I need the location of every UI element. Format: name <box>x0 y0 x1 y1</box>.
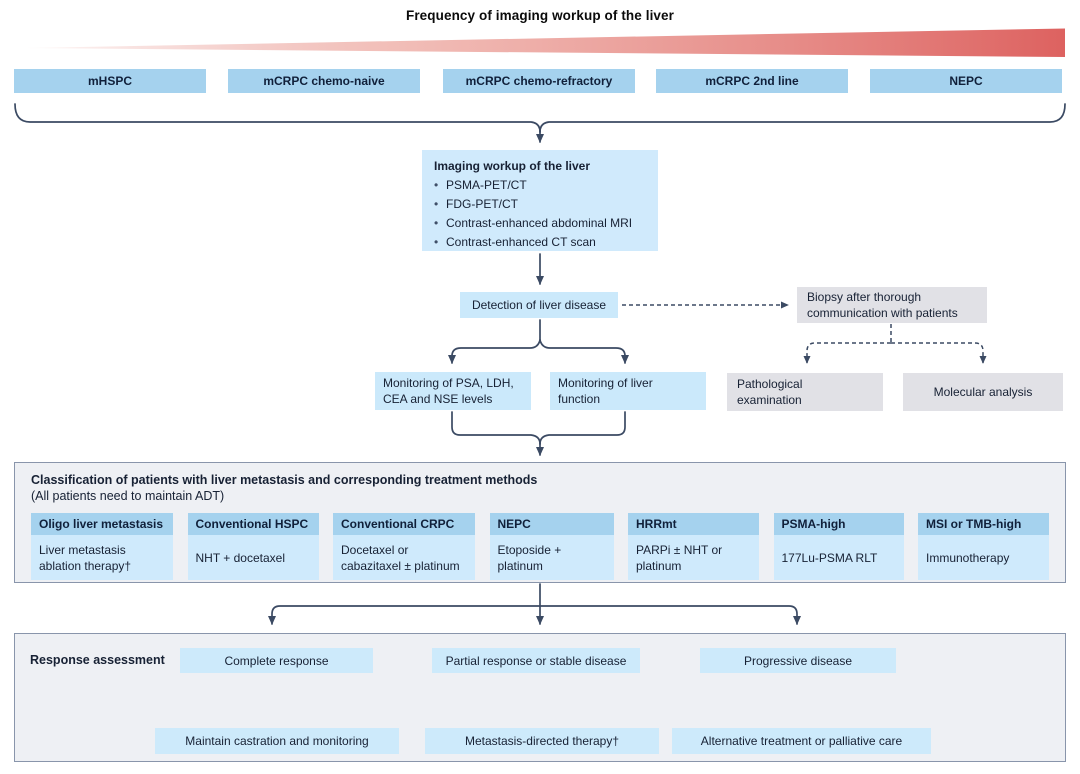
stage-mcrpc-chemo-refractory: mCRPC chemo-refractory <box>443 69 635 93</box>
imaging-workup-box: Imaging workup of the liver PSMA-PET/CT … <box>422 150 658 252</box>
column-body: Etoposide + platinum <box>489 535 614 580</box>
column-body: PARPi ± NHT or platinum <box>628 535 759 580</box>
imaging-workup-title: Imaging workup of the liver <box>434 159 591 173</box>
split-response-left <box>267 605 541 626</box>
biopsy-box: Biopsy after thorough communication with… <box>797 287 987 323</box>
response-assessment-label: Response assessment <box>30 653 165 667</box>
imaging-workup-list: PSMA-PET/CT FDG-PET/CT Contrast-enhanced… <box>434 176 646 252</box>
column-conventional-crpc: Conventional CRPC Docetaxel or cabazitax… <box>333 513 475 580</box>
column-conventional-hspc: Conventional HSPC NHT + docetaxel <box>187 513 319 580</box>
dashed-split-pathology <box>803 342 891 364</box>
option-complete-response: Complete response <box>180 648 373 673</box>
classification-title: Classification of patients with liver me… <box>31 473 538 487</box>
classification-columns: Oligo liver metastasis Liver metastasis … <box>31 513 1049 580</box>
split-detection-left <box>447 339 541 365</box>
column-body: Docetaxel or cabazitaxel ± platinum <box>333 535 475 580</box>
column-header: Conventional HSPC <box>187 513 319 535</box>
stages-bracket <box>539 103 1066 133</box>
molecular-analysis-box: Molecular analysis <box>903 373 1063 411</box>
outcome-maintain-castration: Maintain castration and monitoring <box>155 728 399 754</box>
column-header: HRRmt <box>628 513 759 535</box>
column-body: Liver metastasis ablation therapy† <box>31 535 173 580</box>
detection-box: Detection of liver disease <box>460 292 618 318</box>
merge-monitoring-left <box>451 411 541 445</box>
outcome-alternative-palliative: Alternative treatment or palliative care <box>672 728 931 754</box>
column-header: Conventional CRPC <box>333 513 475 535</box>
split-detection-right <box>539 339 630 365</box>
column-psma-high: PSMA-high 177Lu-PSMA RLT <box>773 513 904 580</box>
column-msi-tmb-high: MSI or TMB-high Immunotherapy <box>918 513 1049 580</box>
bullet-item: PSMA-PET/CT <box>434 176 646 195</box>
stage-mcrpc-chemo-naive: mCRPC chemo-naive <box>228 69 420 93</box>
column-header: PSMA-high <box>773 513 904 535</box>
option-partial-or-stable: Partial response or stable disease <box>432 648 640 673</box>
merge-monitoring-right <box>539 411 626 445</box>
column-nepc: NEPC Etoposide + platinum <box>489 513 614 580</box>
column-header: Oligo liver metastasis <box>31 513 173 535</box>
column-hrrmt: HRRmt PARPi ± NHT or platinum <box>628 513 759 580</box>
stage-nepc: NEPC <box>870 69 1062 93</box>
monitoring-liver-function-box: Monitoring of liver function <box>550 372 706 410</box>
classification-panel: Classification of patients with liver me… <box>14 462 1066 583</box>
bullet-item: FDG-PET/CT <box>434 195 646 214</box>
stage-mhspc: mHSPC <box>14 69 206 93</box>
page-title: Frequency of imaging workup of the liver <box>405 8 675 23</box>
column-header: NEPC <box>489 513 614 535</box>
column-body: NHT + docetaxel <box>187 535 319 580</box>
stage-mcrpc-2nd-line: mCRPC 2nd line <box>656 69 848 93</box>
bullet-item: Contrast-enhanced abdominal MRI <box>434 214 646 233</box>
pathological-examination-box: Pathological examination <box>727 373 883 411</box>
column-oligo-liver-metastasis: Oligo liver metastasis Liver metastasis … <box>31 513 173 580</box>
monitoring-markers-box: Monitoring of PSA, LDH, CEA and NSE leve… <box>375 372 531 410</box>
stages-bracket <box>14 103 541 133</box>
column-body: Immunotherapy <box>918 535 1049 580</box>
outcome-metastasis-directed: Metastasis-directed therapy† <box>425 728 659 754</box>
dashed-split-molecular <box>891 342 987 364</box>
column-header: MSI or TMB-high <box>918 513 1049 535</box>
classification-subtitle: (All patients need to maintain ADT) <box>31 489 225 503</box>
column-body: 177Lu-PSMA RLT <box>773 535 904 580</box>
option-progressive-disease: Progressive disease <box>700 648 896 673</box>
bullet-item: Contrast-enhanced CT scan <box>434 233 646 252</box>
split-response-right <box>539 605 802 626</box>
frequency-gradient-wedge <box>25 28 1065 57</box>
